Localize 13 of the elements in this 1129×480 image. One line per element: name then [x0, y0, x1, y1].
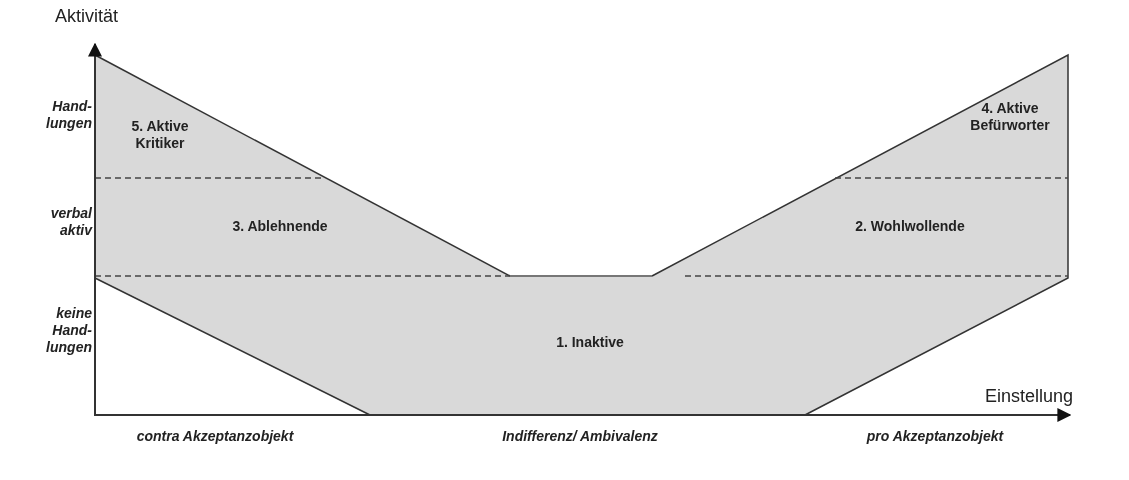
- region-label: 4. Aktive Befürworter: [969, 100, 1051, 134]
- axis-tick-label: Indifferenz/ Ambivalenz: [501, 428, 659, 445]
- region-label: 1. Inaktive: [555, 334, 625, 351]
- axis-tick-label: keine Hand- lungen: [45, 305, 92, 356]
- axis-tick-label: pro Akzeptanzobjekt: [865, 428, 1005, 445]
- axis-tick-label: contra Akzeptanzobjekt: [135, 428, 295, 445]
- region-label: 2. Wohlwollende: [854, 218, 966, 235]
- region-label: 5. Aktive Kritiker: [130, 118, 190, 152]
- region-label: 3. Ablehnende: [231, 218, 329, 235]
- axis-title: Aktivität: [55, 6, 120, 28]
- axis-title: Einstellung: [985, 386, 1075, 408]
- axis-tick-label: verbal aktiv: [49, 205, 92, 239]
- axis-tick-label: Hand- lungen: [45, 98, 92, 132]
